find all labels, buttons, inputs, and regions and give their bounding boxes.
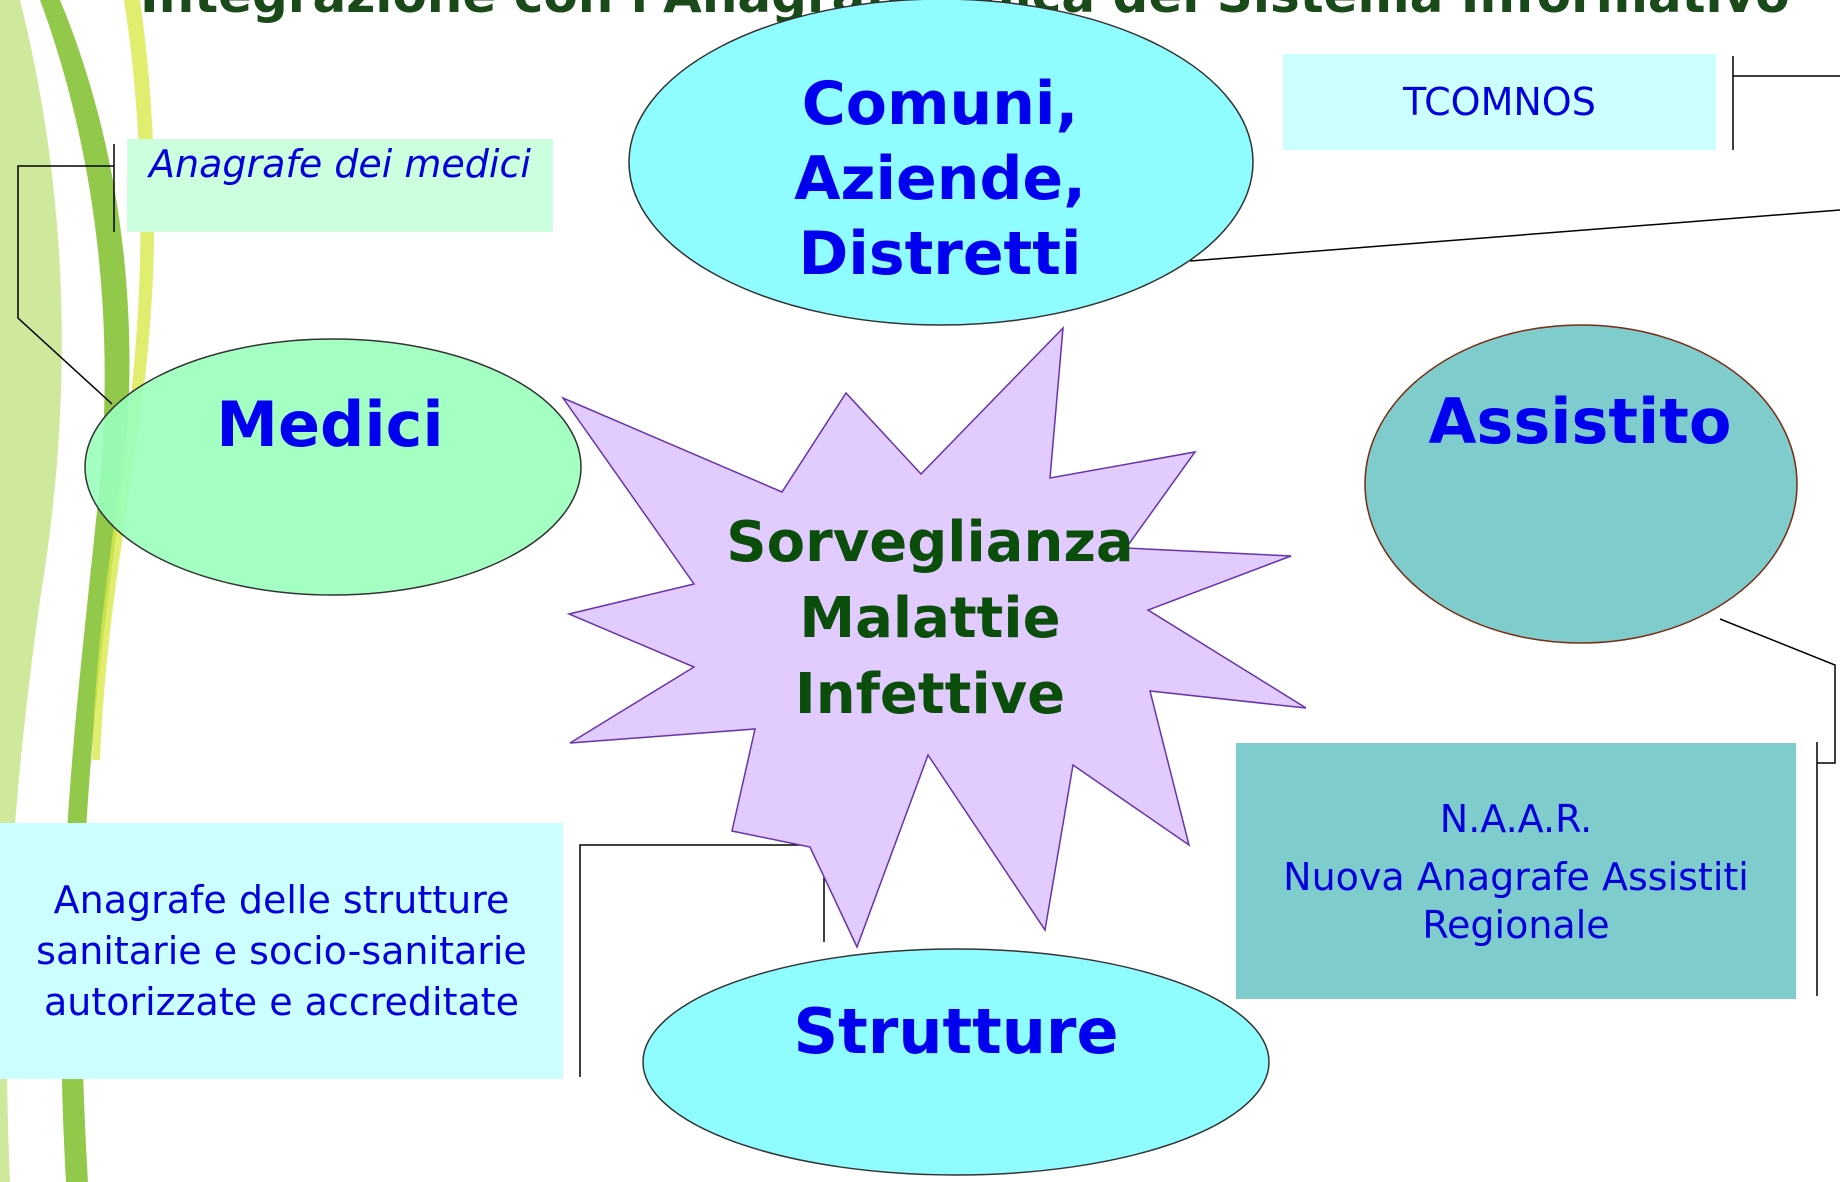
connector-comuni	[1189, 209, 1840, 262]
anagrafe-medici-box-bg	[127, 139, 553, 232]
strutture-box-bg	[0, 823, 563, 1079]
center-label-line-1: Sorveglianza	[726, 510, 1134, 575]
anagrafe-strutture-box: Anagrafe delle strutture sanitarie e soc…	[0, 823, 563, 1079]
comuni-node-label: Comuni, Aziende, Distretti	[740, 67, 1140, 292]
comuni-node-shape	[628, 0, 1254, 326]
anagrafe-strutture-line-3: autorizzate e accreditate	[43, 979, 520, 1024]
connector-strutture	[579, 844, 825, 1077]
strutture-node-shape	[642, 948, 1270, 1176]
center-star-shape	[560, 325, 1307, 949]
connector-medici	[17, 165, 114, 405]
anagrafe-medici-box: Anagrafe dei medici	[127, 139, 553, 189]
naar-box-bg	[1236, 743, 1796, 999]
center-label-line-3: Infettive	[794, 662, 1066, 727]
assistito-node-shape	[1364, 324, 1798, 644]
anagrafe-strutture-line-2: sanitarie e socio-sanitarie	[36, 928, 527, 973]
connector-lines	[17, 56, 1840, 1077]
strutture-node-label: Strutture	[793, 995, 1119, 1068]
tcomnos-box: TCOMNOS	[1283, 54, 1716, 150]
anagrafe-medici-label: Anagrafe dei medici	[149, 142, 531, 186]
naar-box: N.A.A.R. Nuova Anagrafe Assistiti Region…	[1236, 743, 1796, 999]
naar-line-2: Nuova Anagrafe Assistiti	[1283, 855, 1749, 899]
assistito-node-label: Assistito	[1428, 385, 1732, 458]
medici-node-label: Medici	[216, 388, 444, 461]
naar-line-3: Regionale	[1422, 903, 1610, 947]
center-label-line-2: Malattie	[799, 586, 1061, 651]
decorative-leaf	[0, 0, 155, 1182]
comuni-label-line-3: Distretti	[798, 219, 1082, 289]
medici-node-shape	[84, 338, 582, 596]
connector-assistito	[1719, 618, 1836, 764]
anagrafe-strutture-line-1: Anagrafe delle strutture	[53, 877, 510, 922]
comuni-label-line-1: Comuni,	[801, 69, 1079, 139]
tcomnos-box-bg	[1283, 54, 1716, 150]
comuni-label-line-2: Aziende,	[794, 144, 1086, 214]
naar-line-1: N.A.A.R.	[1439, 797, 1593, 841]
tcomnos-label: TCOMNOS	[1403, 80, 1596, 124]
center-label: Sorveglianza Malattie Infettive	[690, 505, 1170, 733]
